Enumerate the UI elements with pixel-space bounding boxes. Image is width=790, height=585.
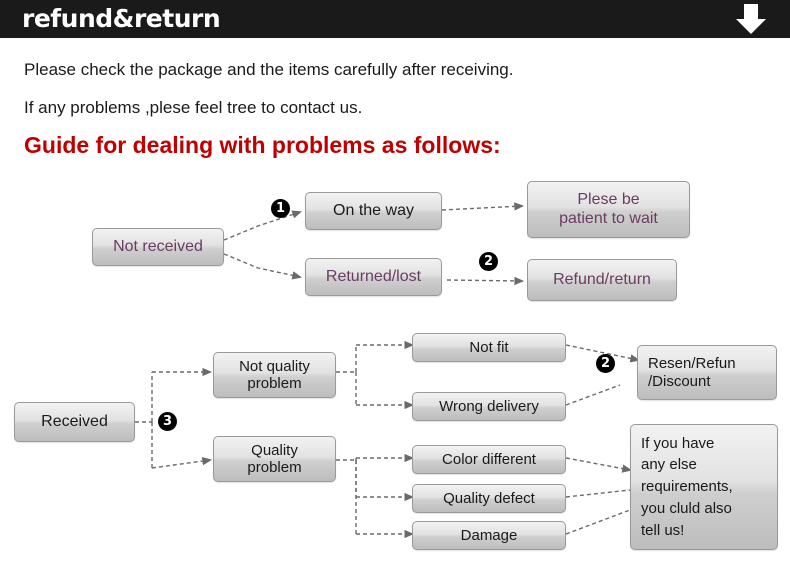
box-returned-lost[interactable]: Returned/lost: [305, 258, 442, 296]
bullet-3: 3: [158, 412, 177, 431]
box-resend-line1: Resen/Refun: [648, 355, 736, 373]
box-damage[interactable]: Damage: [412, 521, 566, 550]
box-quality-line2: problem: [247, 459, 302, 476]
box-please-wait-line1: Plese be: [577, 191, 640, 209]
box-note[interactable]: If you have any else requirements, you c…: [630, 424, 778, 550]
box-wrong-delivery[interactable]: Wrong delivery: [412, 392, 566, 421]
box-not-fit[interactable]: Not fit: [412, 333, 566, 362]
intro-line-2: If any problems ,plese feel tree to cont…: [24, 98, 363, 117]
box-color-different[interactable]: Color different: [412, 445, 566, 474]
box-quality-line1: Quality: [251, 441, 298, 459]
box-quality-problem[interactable]: Quality problem: [213, 436, 336, 482]
bullet-1: 1: [271, 199, 290, 218]
box-not-quality-line1: Not quality: [239, 357, 310, 375]
box-resend-refund-discount[interactable]: Resen/Refun /Discount: [637, 345, 777, 400]
box-note-line1: If you have: [641, 434, 715, 452]
bullet-2-top: 2: [479, 252, 498, 271]
box-note-line5: tell us!: [641, 521, 685, 539]
box-note-line2: any else: [641, 456, 697, 474]
down-arrow-icon: [736, 4, 766, 34]
box-resend-line2: /Discount: [648, 372, 711, 390]
box-quality-defect[interactable]: Quality defect: [412, 484, 566, 513]
box-not-received[interactable]: Not received: [92, 228, 224, 266]
box-on-the-way[interactable]: On the way: [305, 192, 442, 230]
guide-title: Guide for dealing with problems as follo…: [24, 132, 501, 158]
box-received[interactable]: Received: [14, 402, 135, 442]
intro-line-1: Please check the package and the items c…: [24, 60, 514, 79]
box-note-line3: requirements,: [641, 478, 733, 496]
page-title: refund&return: [22, 4, 221, 33]
box-refund-return[interactable]: Refund/return: [527, 259, 677, 301]
box-note-line4: you cluld also: [641, 499, 732, 517]
bullet-2-bottom: 2: [596, 354, 615, 373]
header-bar: [0, 0, 790, 38]
box-not-quality-line2: problem: [247, 375, 302, 392]
box-not-quality-problem[interactable]: Not quality problem: [213, 352, 336, 398]
box-please-wait-line2: patient to wait: [559, 209, 658, 227]
box-please-wait[interactable]: Plese be patient to wait: [527, 181, 690, 238]
